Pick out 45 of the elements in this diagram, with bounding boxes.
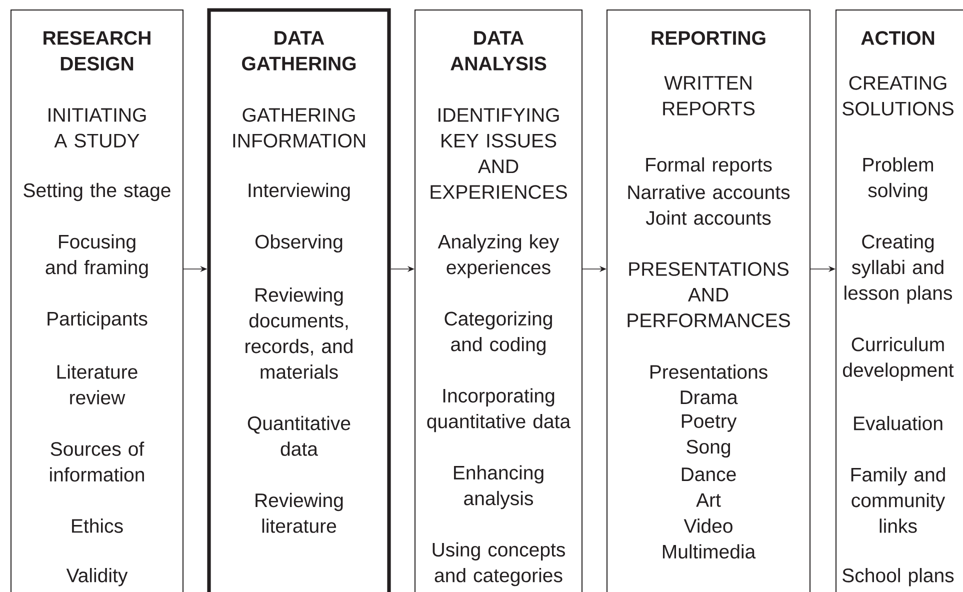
list-item: Sources of information [50, 442, 144, 482]
list-item: Validity [66, 568, 128, 586]
list-item: Multimedia [662, 544, 756, 559]
list-item: Observing [256, 234, 342, 252]
list-item: Quantitative data [248, 416, 350, 456]
list-item: Setting the stage [24, 182, 170, 202]
list-item: Participants [48, 311, 148, 330]
list-item: Formal reports [646, 157, 772, 176]
list-item: Analyzing key experiences [438, 234, 560, 278]
column-heading: ACTION [861, 31, 934, 45]
list-item: Interviewing [248, 182, 350, 202]
list-item: Problem solving [863, 157, 933, 202]
list-item: Presentations [650, 364, 768, 379]
list-item: Song [686, 440, 730, 458]
list-item: Narrative accounts [628, 184, 790, 200]
list-item: Video [684, 518, 732, 533]
list-item: School plans [842, 568, 954, 586]
list-item: Incorporating quantitative data [427, 388, 571, 432]
list-item: Drama [680, 390, 738, 404]
list-item: Joint accounts [646, 210, 771, 225]
list-item: Reviewing literature [256, 492, 343, 533]
column-heading: RESEARCH DESIGN [44, 31, 150, 71]
list-item: Categorizing and coding [444, 311, 552, 356]
section-heading: IDENTIFYING KEY ISSUES AND EXPERIENCES [430, 108, 567, 199]
column-heading: REPORTING [652, 31, 766, 45]
list-item: Creating syllabi and lesson plans [844, 234, 952, 304]
list-item: Evaluation [854, 416, 942, 430]
section-heading: GATHERING INFORMATION [233, 108, 365, 148]
list-item: Curriculum development [843, 336, 954, 381]
section-heading: WRITTEN REPORTS [663, 76, 755, 116]
list-item: Ethics [72, 518, 123, 533]
column-heading: DATA GATHERING [242, 31, 356, 70]
list-item: Enhancing analysis [454, 465, 544, 510]
list-item: Family and community links [851, 467, 946, 533]
list-item: Poetry [682, 414, 737, 432]
section-heading: CREATING SOLUTIONS [842, 76, 954, 116]
list-item: Dance [682, 468, 736, 482]
section-heading: INITIATING A STUDY [48, 108, 146, 148]
column-heading: DATA ANALYSIS [450, 31, 546, 70]
section-heading: PRESENTATIONS AND PERFORMANCES [628, 262, 790, 328]
list-item: Art [696, 493, 721, 507]
list-item: Focusing and framing [46, 234, 148, 278]
list-item: Using concepts and categories [432, 542, 565, 586]
list-item: Literature review [57, 364, 138, 404]
list-item: Reviewing documents, records, and materials [246, 288, 352, 379]
